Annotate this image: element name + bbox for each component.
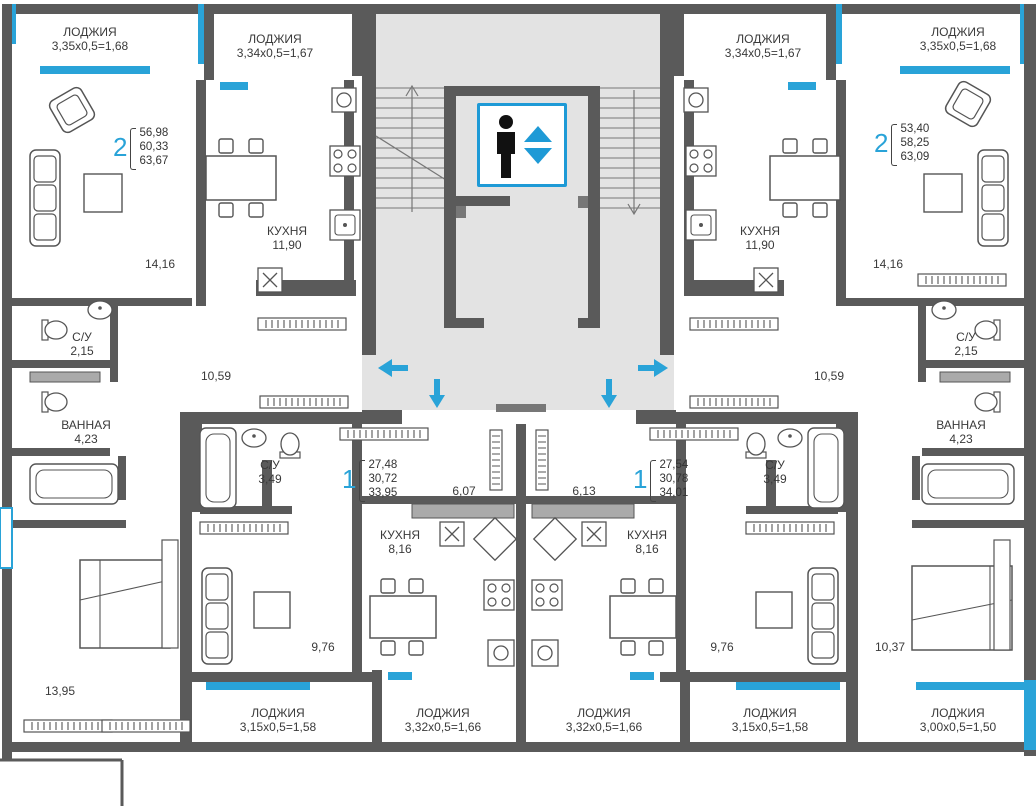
staircase-left bbox=[375, 84, 447, 212]
staircase-right bbox=[590, 87, 660, 216]
sofa-icon bbox=[29, 149, 61, 247]
up-down-arrows-icon bbox=[524, 126, 552, 164]
wardrobe-icon bbox=[257, 317, 347, 331]
entrance-arrow-icon bbox=[378, 359, 668, 408]
furniture-1room-right bbox=[531, 427, 845, 667]
stove-icon bbox=[531, 579, 563, 611]
bed-icon bbox=[79, 559, 171, 649]
elevator-icon bbox=[477, 103, 567, 187]
area-label: 9,76 bbox=[710, 640, 734, 654]
area-label: 9,76 bbox=[311, 640, 335, 654]
exterior-edge bbox=[0, 758, 124, 806]
armchair-icon bbox=[46, 84, 98, 136]
stair-hall bbox=[362, 10, 674, 410]
elevator-shaft-walls bbox=[444, 86, 600, 328]
armchair-icon bbox=[942, 78, 994, 130]
dining-table-icon bbox=[769, 155, 841, 201]
area-label: 13,95 bbox=[44, 684, 76, 698]
sofa-icon bbox=[807, 567, 839, 665]
area-label: 14,16 bbox=[872, 257, 904, 271]
outer-walls bbox=[2, 4, 1036, 760]
coffee-table bbox=[83, 173, 123, 213]
stair-hall-wall-right bbox=[660, 10, 674, 355]
sink-icon bbox=[87, 300, 113, 320]
stove-icon bbox=[483, 579, 515, 611]
dining-table-icon bbox=[609, 595, 677, 639]
windows bbox=[0, 4, 1036, 750]
toilet-icon bbox=[41, 319, 68, 341]
sink-icon bbox=[685, 209, 717, 241]
dining-table-icon bbox=[205, 155, 277, 201]
furniture-left bbox=[23, 84, 361, 733]
area-label: 6,13 bbox=[572, 484, 596, 498]
person-icon bbox=[497, 115, 515, 178]
sofa-icon bbox=[977, 149, 1009, 247]
area-label: 10,37 bbox=[874, 640, 906, 654]
sofa-icon bbox=[201, 567, 233, 665]
stove-icon bbox=[685, 145, 717, 177]
area-label: 6,07 bbox=[452, 484, 476, 498]
dining-table-icon bbox=[369, 595, 437, 639]
furniture-1room-left bbox=[199, 427, 518, 667]
interior-walls-left bbox=[12, 80, 516, 682]
furniture-right bbox=[683, 78, 1015, 651]
stove-icon bbox=[329, 145, 361, 177]
stair-hall-wall-left bbox=[362, 10, 376, 355]
area-label: 10,59 bbox=[813, 369, 845, 383]
stair-hall-wall-top bbox=[362, 4, 674, 14]
sink-icon bbox=[329, 209, 361, 241]
area-label: 14,16 bbox=[144, 257, 176, 271]
area-label: 10,59 bbox=[200, 369, 232, 383]
